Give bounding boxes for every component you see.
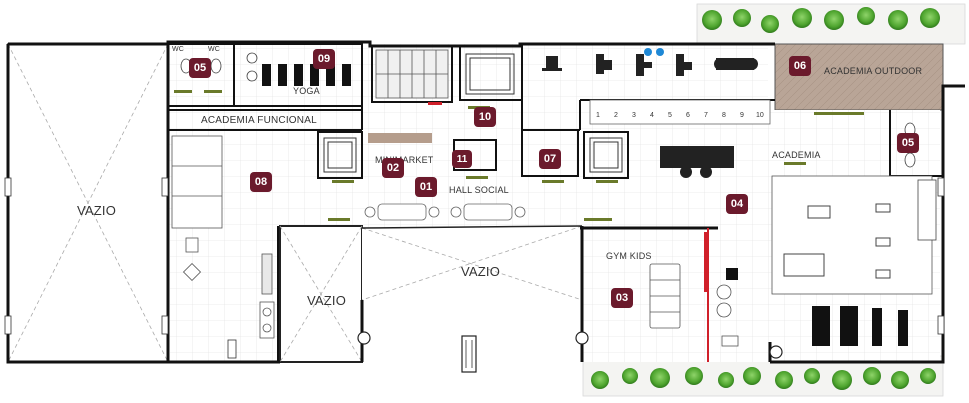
label-academia-outdoor: ACADEMIA OUTDOOR [824, 66, 923, 76]
red-accents [428, 102, 708, 292]
label-wc-1: WC [172, 46, 185, 53]
badge-03: 03 [611, 288, 633, 308]
badge-06-text: 06 [793, 60, 807, 72]
void-center [361, 225, 583, 301]
bench-numbers: 1 2 3 4 5 6 7 8 9 10 [596, 112, 764, 119]
bench-number: 8 [722, 112, 726, 119]
bench-number: 10 [756, 112, 764, 119]
bench-number: 4 [650, 112, 654, 119]
badge-05-right-text: 05 [901, 137, 915, 149]
gym-equipment-top [542, 54, 758, 76]
badge-11: 11 [452, 150, 472, 168]
academia-equipment [726, 175, 937, 346]
badge-11-text: 11 [456, 153, 468, 165]
bench-number: 5 [668, 112, 672, 119]
bench-row [589, 99, 771, 125]
label-hall-social: HALL SOCIAL [449, 185, 509, 195]
label-vazio-left: VAZIO [77, 203, 117, 218]
badge-05-left: 05 [189, 58, 211, 78]
gym-kids-equipment [649, 263, 739, 347]
trees-bottom [591, 367, 936, 390]
elevators [323, 53, 623, 173]
badge-02-text: 02 [386, 162, 400, 174]
badge-07-text: 07 [543, 153, 557, 165]
label-academia-funcional: ACADEMIA FUNCIONAL [201, 115, 317, 126]
bench-number: 6 [686, 112, 690, 119]
functional-equipment [171, 135, 275, 339]
stairs [375, 49, 449, 99]
label-academia: ACADEMIA [772, 150, 821, 160]
hall-furniture [364, 203, 526, 221]
academia-desk [660, 146, 734, 178]
label-minimarket: MINIMARKET [375, 155, 434, 165]
yoga-balls [246, 52, 258, 82]
badge-10: 10 [474, 107, 496, 127]
bench-number: 2 [614, 112, 618, 119]
bench-number: 7 [704, 112, 708, 119]
badge-01: 01 [415, 177, 437, 197]
badge-03-text: 03 [615, 292, 629, 304]
badge-04: 04 [726, 194, 748, 214]
badge-02: 02 [382, 158, 404, 178]
label-vazio-center: VAZIO [461, 264, 501, 279]
badge-01-text: 01 [419, 181, 433, 193]
badge-09: 09 [313, 49, 335, 69]
minimarket-counter [368, 133, 432, 143]
bench-number: 1 [596, 112, 600, 119]
blue-dots [644, 48, 664, 56]
badge-05-left-text: 05 [193, 62, 207, 74]
badge-08: 08 [250, 172, 272, 192]
badge-08-text: 08 [254, 176, 268, 188]
badge-07: 07 [539, 149, 561, 169]
badge-10-text: 10 [478, 111, 492, 123]
badge-04-text: 04 [730, 198, 744, 210]
outdoor-deck [774, 43, 944, 111]
label-yoga: YOGA [293, 86, 320, 96]
bench-number: 3 [632, 112, 636, 119]
wall-openings [4, 177, 945, 373]
badge-09-text: 09 [317, 53, 331, 65]
label-vazio-middle: VAZIO [307, 293, 347, 308]
badge-06: 06 [789, 56, 811, 76]
label-gym-kids: GYM KIDS [606, 251, 652, 261]
columns [357, 331, 783, 359]
label-wc-2: WC [208, 46, 221, 53]
trees-top [702, 7, 940, 33]
badge-05-right: 05 [897, 133, 919, 153]
yoga-mats [262, 64, 351, 86]
bench-number: 9 [740, 112, 744, 119]
